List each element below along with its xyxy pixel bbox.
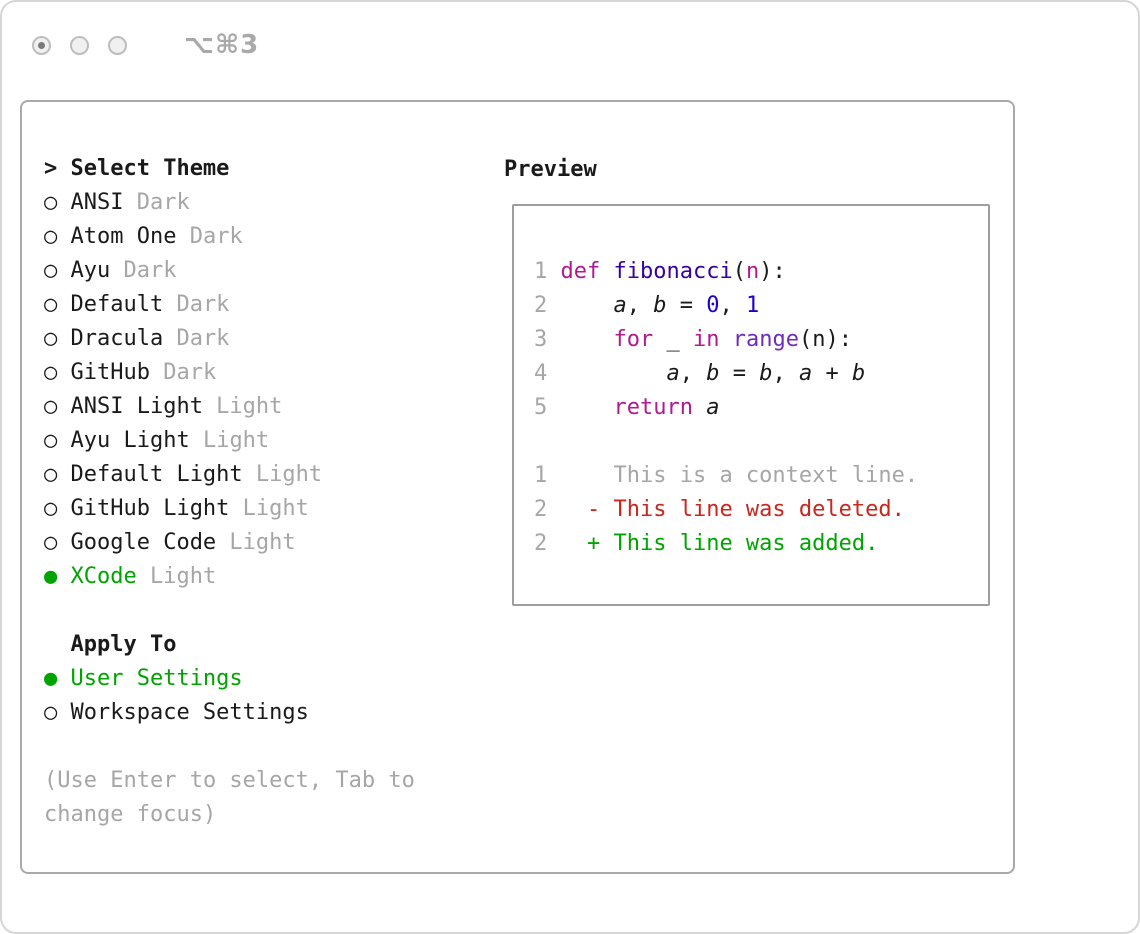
theme-name: Default Light (70, 462, 243, 487)
theme-option-ayu-light-light[interactable]: ○ Ayu Light Light (44, 424, 415, 458)
radio-icon: ○ (44, 530, 58, 555)
theme-selector: > Select Theme ○ ANSI Dark ○ Atom One Dark ○ A… (44, 152, 415, 832)
line-number: 2 (534, 531, 561, 556)
theme-name: GitHub (70, 360, 150, 385)
radio-icon: ○ (44, 700, 58, 725)
hint-line-2: change focus) (44, 802, 217, 827)
diff-line: 1 This is a context line. (534, 463, 919, 488)
radio-icon: ○ (44, 292, 58, 317)
apply-to-list: ● User Settings ○ Workspace Settings (44, 662, 415, 730)
select-theme-title: > Select Theme (44, 152, 415, 186)
line-number: 4 (534, 361, 561, 386)
preview-title: Preview (504, 157, 597, 182)
line-number: 1 (534, 463, 561, 488)
theme-variant: Dark (176, 224, 243, 249)
radio-icon: ○ (44, 496, 58, 521)
theme-name: Dracula (70, 326, 164, 351)
theme-option-google-code-light[interactable]: ○ Google Code Light (44, 526, 415, 560)
theme-name: Google Code (70, 530, 217, 555)
theme-variant: Dark (163, 326, 230, 351)
theme-picker-panel: > Select Theme ○ ANSI Dark ○ Atom One Dark ○ A… (20, 100, 1015, 874)
code-line: 2 a, b = 0, 1 (534, 293, 760, 318)
apply-option-workspace-settings[interactable]: ○ Workspace Settings (44, 696, 415, 730)
close-button[interactable] (32, 35, 51, 55)
theme-name: Atom One (70, 224, 177, 249)
spacer (44, 730, 415, 764)
line-number: 5 (534, 395, 561, 420)
select-theme-title-label: Select Theme (70, 156, 230, 181)
theme-variant: Light (202, 394, 283, 419)
prompt-icon: > (44, 156, 58, 181)
hint-line-1: (Use Enter to select, Tab to (44, 768, 415, 793)
code-line: 5 return a (534, 395, 720, 420)
theme-option-github-dark[interactable]: ○ GitHub Dark (44, 356, 415, 390)
code-line: 3 for _ in range(n): (534, 327, 852, 352)
code-block: 1 def fibonacci(n): 2 a, b = 0, 1 3 for _ … (534, 255, 968, 425)
theme-name: XCode (70, 564, 137, 589)
theme-option-ayu-dark[interactable]: ○ Ayu Dark (44, 254, 415, 288)
spacer (44, 594, 415, 628)
theme-variant: Dark (110, 258, 177, 283)
theme-option-dracula-dark[interactable]: ○ Dracula Dark (44, 322, 415, 356)
theme-variant: Dark (149, 360, 217, 385)
titlebar: ⌥⌘3 (32, 30, 259, 60)
theme-variant: Light (242, 462, 323, 487)
theme-option-ansi-dark[interactable]: ○ ANSI Dark (44, 186, 415, 220)
radio-icon: ○ (44, 190, 58, 215)
close-button-dot-icon (38, 41, 45, 49)
zoom-button[interactable] (108, 35, 127, 55)
apply-option-label: Workspace Settings (70, 700, 309, 725)
line-number: 3 (534, 327, 561, 352)
diff-block: 1 This is a context line. 2 - This line w… (534, 459, 968, 561)
theme-name: ANSI Light (70, 394, 203, 419)
line-number: 1 (534, 259, 561, 284)
theme-option-github-light-light[interactable]: ○ GitHub Light Light (44, 492, 415, 526)
radio-icon: ● (44, 564, 58, 589)
theme-option-default-light-light[interactable]: ○ Default Light Light (44, 458, 415, 492)
theme-name: Default (70, 292, 164, 317)
theme-variant: Light (136, 564, 217, 589)
theme-option-ansi-light-light[interactable]: ○ ANSI Light Light (44, 390, 415, 424)
radio-icon: ○ (44, 258, 58, 283)
radio-icon: ● (44, 666, 58, 691)
theme-variant: Light (229, 496, 309, 521)
theme-name: Ayu (70, 258, 111, 283)
radio-icon: ○ (44, 224, 58, 249)
diff-line: 2 - This line was deleted. (534, 497, 905, 522)
theme-name: ANSI (70, 190, 124, 215)
code-line: 1 def fibonacci(n): (534, 259, 786, 284)
theme-variant: Dark (163, 292, 230, 317)
theme-variant: Light (216, 530, 296, 555)
keyboard-shortcut-label: ⌥⌘3 (184, 30, 260, 60)
radio-icon: ○ (44, 462, 58, 487)
radio-icon: ○ (44, 394, 58, 419)
theme-option-atom-one-dark[interactable]: ○ Atom One Dark (44, 220, 415, 254)
theme-option-default-dark[interactable]: ○ Default Dark (44, 288, 415, 322)
minimize-button[interactable] (70, 35, 89, 55)
line-number: 2 (534, 497, 561, 522)
radio-icon: ○ (44, 428, 58, 453)
code-line: 4 a, b = b, a + b (534, 361, 866, 386)
apply-to-title: Apply To (44, 628, 415, 662)
theme-variant: Light (189, 428, 270, 453)
apply-option-label: User Settings (70, 666, 243, 691)
diff-line: 2 + This line was added. (534, 531, 879, 556)
apply-to-title-label: Apply To (70, 632, 177, 657)
theme-variant: Dark (123, 190, 190, 215)
theme-option-xcode-light[interactable]: ● XCode Light (44, 560, 415, 594)
apply-option-user-settings[interactable]: ● User Settings (44, 662, 415, 696)
theme-list: ○ ANSI Dark ○ Atom One Dark ○ Ayu Dark ○ Defaul… (44, 186, 415, 594)
radio-icon: ○ (44, 326, 58, 351)
radio-icon: ○ (44, 360, 58, 385)
theme-name: GitHub Light (70, 496, 230, 521)
preview-box: 1 def fibonacci(n): 2 a, b = 0, 1 3 for _ … (512, 204, 990, 606)
theme-name: Ayu Light (70, 428, 190, 453)
line-number: 2 (534, 293, 561, 318)
